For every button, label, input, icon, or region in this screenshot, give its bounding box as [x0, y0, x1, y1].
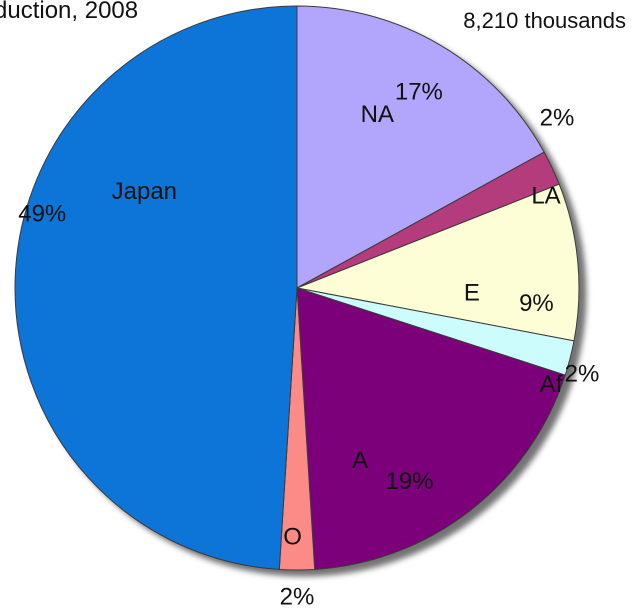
slice-percent-a: 19%	[385, 468, 433, 495]
chart-title: duction, 2008	[0, 0, 138, 24]
slice-label-la: LA	[531, 183, 560, 210]
slice-percent-japan: 49%	[18, 200, 66, 227]
slice-label-o: O	[283, 523, 302, 550]
slice-percent-af: 2%	[565, 360, 600, 387]
pie-slice-e	[295, 183, 580, 342]
slice-label-e: E	[464, 279, 480, 306]
slice-percent-na: 17%	[395, 78, 443, 105]
slice-label-japan: Japan	[112, 178, 177, 205]
slice-label-na: NA	[361, 101, 394, 128]
pie-slice-a	[296, 287, 566, 570]
chart-total-label: 8,210 thousands	[463, 8, 626, 33]
slice-percent-la: 2%	[540, 105, 575, 132]
slice-label-a: A	[352, 447, 368, 474]
pie-slices	[14, 5, 580, 571]
pie-slice-japan	[14, 5, 298, 570]
pie-slice-na	[296, 5, 545, 289]
slice-percent-e: 9%	[519, 290, 554, 317]
slice-label-af: Af	[540, 371, 563, 398]
slice-percent-o: 2%	[280, 583, 315, 609]
